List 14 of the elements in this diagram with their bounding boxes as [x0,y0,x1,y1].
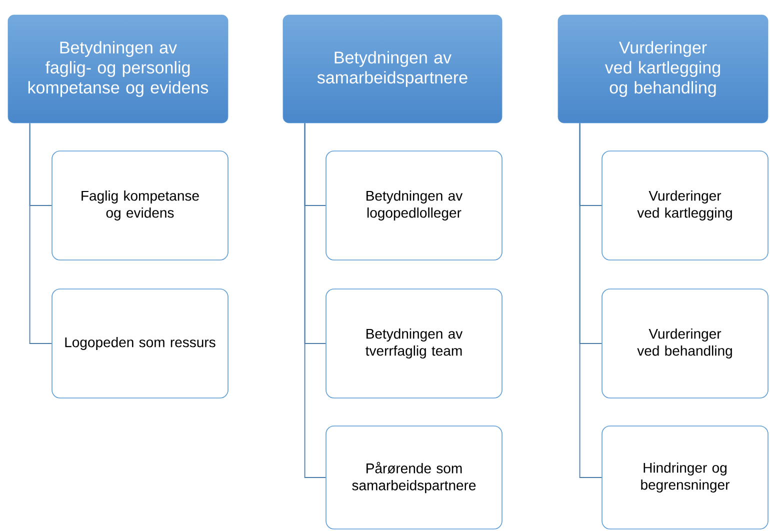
heading-box: Betydningen av samarbeidspartnere [282,14,502,124]
topic-box: Betydningen av tverrfaglig team [326,288,502,398]
topic-box: Logopeden som ressurs [52,288,228,398]
topic-box: Hindringer og begrensninger [602,426,768,530]
heading-box: Vurderinger ved kartlegging og behandling [558,14,768,124]
topic-box: Pårørende som samarbeidspartnere [326,426,502,530]
topic-box: Faglig kompetanse og evidens [52,150,228,260]
connector-line [579,122,602,478]
topic-box: Vurderinger ved behandling [602,288,768,398]
topic-box: Betydningen av logopedlolleger [326,150,502,260]
connector-line [304,122,326,478]
connector-line [29,122,52,344]
topic-box: Vurderinger ved kartlegging [602,150,768,260]
heading-box: Betydningen av faglig- og personlig kompetanse og evidens [8,14,228,124]
